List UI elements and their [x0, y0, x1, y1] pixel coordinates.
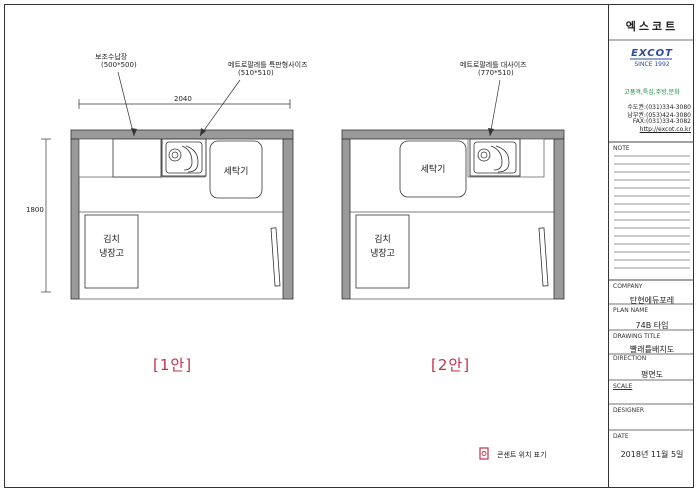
- drawing-frame: [4, 4, 694, 488]
- plan1-aux-cabinet-size: (500*500): [101, 61, 137, 69]
- company-logo: EXCOT: [631, 48, 673, 59]
- company-value: 탄현에듀포레: [629, 296, 675, 305]
- company-website-link[interactable]: http://excot.co.kr: [639, 126, 691, 133]
- plan1-rack-label: 메트로팔레틀 특판형사이즈: [228, 61, 308, 69]
- company-label: COMPANY: [613, 283, 643, 290]
- plan2-title: [2안]: [431, 356, 471, 374]
- plan1-rack-size: (510*510): [238, 69, 274, 77]
- date-value: 2018년 11월 5일: [620, 450, 684, 459]
- designer-label: DESIGNER: [613, 407, 645, 414]
- plan2-kimchi-fridge-outline: [355, 214, 410, 289]
- contact-seoul: 수도권:(031)334-3080: [627, 104, 691, 111]
- plan1-washer-label: 세탁기: [223, 167, 249, 177]
- title-block-lines: [608, 39, 694, 431]
- plan1-leader-lines: [117, 71, 241, 137]
- plan1-dimensions: [41, 99, 291, 293]
- plan1-kimchi-fridge-outline: [84, 214, 139, 289]
- outlet-legend-text: 콘센트 위치 표기: [497, 451, 547, 459]
- plan1-washer-outline: [209, 140, 263, 199]
- plan2-washer-label: 세탁기: [420, 165, 446, 175]
- plan1-kimchi-label-2: 냉장고: [99, 249, 124, 259]
- plan2-leader-lines: [488, 79, 501, 137]
- plan1-kimchi-label-1: 김치: [103, 235, 120, 245]
- direction-value: 평면도: [640, 370, 664, 379]
- plan2-kimchi-label-1: 김치: [374, 235, 391, 245]
- drawing-title-value: 빨래틀배치도: [629, 345, 675, 354]
- plan1-sink: [161, 138, 207, 177]
- plan-name-value: 74B 타입: [635, 321, 669, 330]
- plan2-rack-label: 메트로팔레틀 대사이즈: [460, 61, 527, 69]
- contact-south: 남부권:(053)424-3080: [627, 112, 691, 119]
- company-korean-name: 엑스코트: [625, 20, 679, 33]
- plan2-sink: [469, 138, 521, 177]
- contact-fax: FAX:(031)334-3082: [632, 118, 691, 125]
- title-block: 엑스코트 EXCOT SINCE 1992 고품격,특심,주방,문화 수도권:(…: [608, 4, 694, 488]
- plan1-width-dimension: 2040: [174, 95, 192, 103]
- plan2-washer-outline: [399, 140, 467, 198]
- plan2-kimchi-label-2: 냉장고: [370, 249, 395, 259]
- plan2-walls: [341, 129, 565, 300]
- drawing-title-label: DRAWING TITLE: [613, 333, 661, 340]
- plan1-door: [270, 227, 281, 287]
- plan1-aux-cabinet-label: 보조수납장: [95, 53, 128, 61]
- scale-label: SCALE: [613, 383, 633, 390]
- plan-name-label: PLAN NAME: [613, 307, 649, 314]
- plan1-height-dimension: 1800: [26, 206, 44, 214]
- plan2-rack-size: (770*510): [478, 69, 514, 77]
- plan1-title: [1안]: [153, 356, 193, 374]
- company-since: SINCE 1992: [634, 61, 670, 68]
- date-label: DATE: [613, 433, 629, 440]
- plan1-walls: [70, 129, 294, 300]
- company-tagline: 고품격,특심,주방,문화: [624, 89, 680, 96]
- outlet-symbol-icon: [479, 447, 489, 460]
- direction-label: DIRECTION: [613, 355, 647, 362]
- note-label: NOTE: [613, 145, 630, 152]
- plan2-door: [538, 227, 549, 287]
